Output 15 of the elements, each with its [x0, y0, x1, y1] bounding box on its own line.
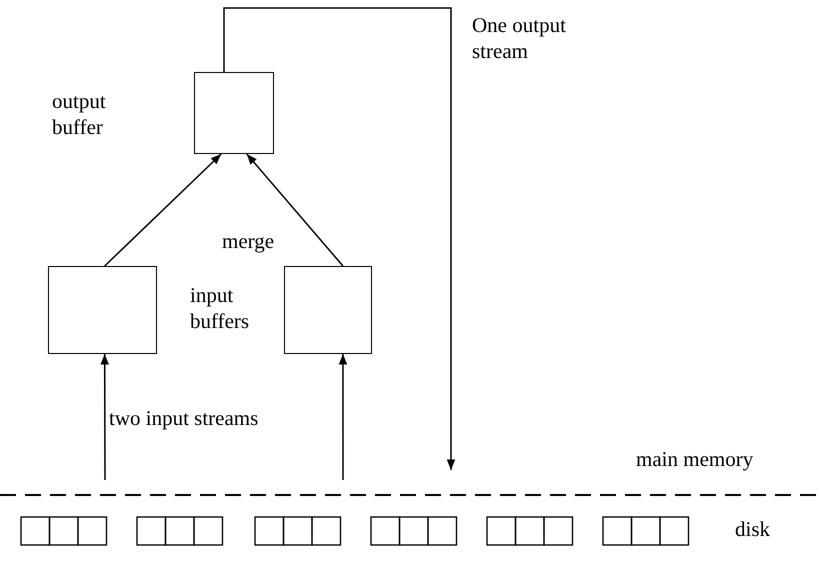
arrow	[104, 153, 222, 267]
text-label: One output stream	[472, 12, 567, 64]
text-label: input buffers	[190, 282, 250, 334]
arrow	[223, 7, 456, 470]
buffer-box	[284, 266, 372, 354]
arrow	[338, 354, 348, 480]
buffer-box	[48, 266, 157, 354]
text-label: main memory	[636, 446, 754, 472]
text-label: output buffer	[52, 88, 107, 140]
arrow	[100, 354, 109, 480]
text-label: merge	[222, 228, 276, 254]
text-label: disk	[735, 516, 770, 542]
arrow	[246, 154, 344, 266]
buffer-box	[194, 72, 274, 154]
text-label: two input streams	[109, 405, 258, 432]
